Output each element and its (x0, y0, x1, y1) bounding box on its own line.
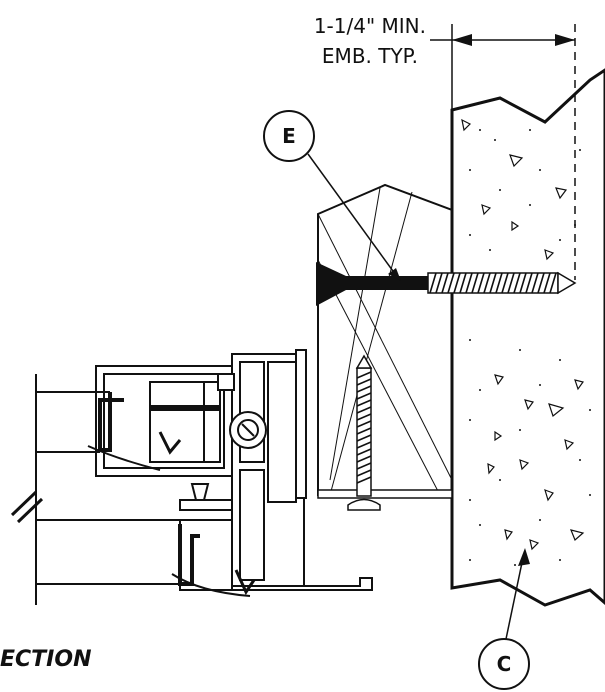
concrete-substrate (450, 68, 605, 607)
anchor-screw (316, 262, 577, 306)
break-symbol (10, 490, 44, 524)
callout-c-label: C (497, 652, 512, 676)
embedment-dimension: 1-1/4" MIN. EMB. TYP. (314, 14, 576, 280)
glazing-units (35, 374, 256, 605)
callout-e: E (263, 110, 401, 281)
section-title: ECTION (0, 647, 91, 672)
dimension-line-2: EMB. TYP. (322, 44, 418, 68)
callout-e-label: E (282, 124, 296, 148)
dim-arrow-left (452, 34, 472, 46)
window-frame-extrusion (95, 349, 373, 591)
dim-arrow-right (555, 34, 575, 46)
wood-blocking (317, 183, 453, 499)
frame-screw (347, 354, 381, 511)
callout-c: C (478, 548, 530, 690)
dimension-line-1: 1-1/4" MIN. (314, 14, 426, 38)
